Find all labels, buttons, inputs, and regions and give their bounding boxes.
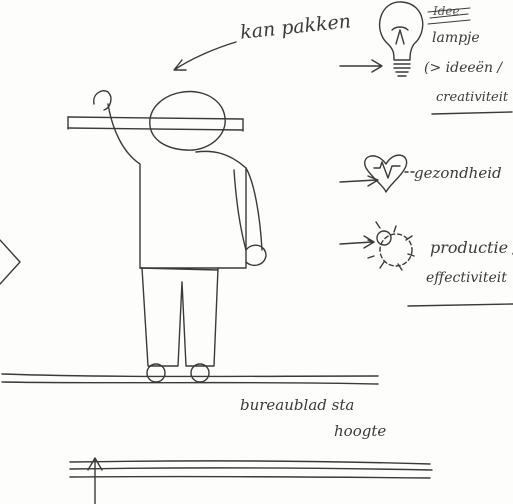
label-effectiviteit: effectiviteit [426,270,507,286]
scratch-out [427,7,471,25]
label-ideeen: (> ideeën / [424,60,503,76]
left-shape [0,239,21,285]
label-hoogte: hoogte [334,422,387,440]
person-figure [93,90,267,383]
gear-icon [339,221,415,271]
label-bureaublad: bureaublad sta [240,396,355,414]
creativiteit-underline [431,111,513,115]
shelf-bar [67,116,244,132]
label-lampje: lampje [432,30,480,46]
lightbulb-icon [339,1,424,77]
heart-icon [339,154,415,193]
label-scratched: Idee [433,4,460,18]
arrow-to-shelf [173,41,237,71]
desk-line [69,460,433,479]
label-creativiteit: creativiteit [436,90,509,105]
floor-line [1,373,379,385]
label-productie: productie / [430,238,513,257]
height-arrow [87,457,103,504]
label-gezondheid: gezondheid [414,164,502,182]
effectiviteit-underline [407,303,513,307]
